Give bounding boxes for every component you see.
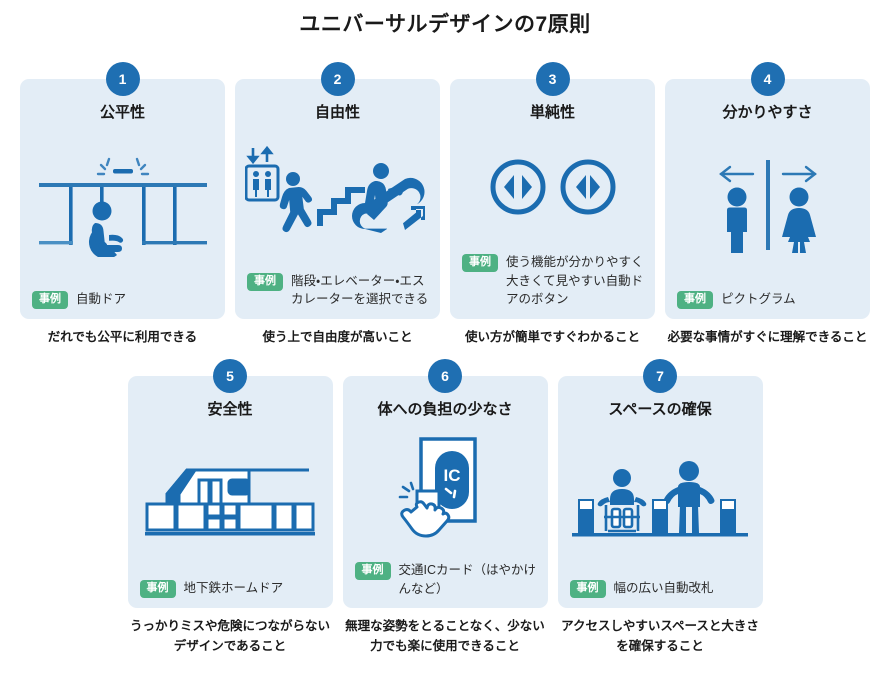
principle-card-6: 6 体への負担の少なさ IC [342,359,548,656]
principle-icon-7 [558,424,763,574]
example-badge-4: 事例 [677,291,713,309]
principle-example-3: 事例 使う機能が分かりやすく大きくて見やすい自動ドアのボタン [450,253,655,309]
example-text-1: 自動ドア [76,292,127,306]
example-badge-1: 事例 [32,291,68,309]
principle-icon-5 [128,424,333,574]
principle-caption-6: 無理な姿勢をとることなく、少ない力でも楽に使用できること [345,619,545,653]
example-text-6: 交通ICカード（はやかけんなど） [398,562,537,596]
principle-card-1: 1 公平性 [20,62,225,347]
principle-icon-3 [450,127,655,247]
principle-title-1: 公平性 [99,104,145,121]
principle-caption-4: 必要な事情がすぐに理解できること [667,330,868,344]
principle-card-body-7: スペースの確保 [557,376,763,609]
principle-title-6: 体への負担の少なさ [377,401,513,419]
door-open-close-buttons-icon [490,159,615,215]
page-title: ユニバーサルデザインの7原則 [299,13,591,36]
principle-card-7: 7 スペースの確保 [557,359,763,656]
principle-number-badge-4: 4 [750,62,785,96]
principle-example-4: 事例 ピクトグラム [665,290,870,309]
principle-caption-1: だれでも公平に利用できる [47,330,198,344]
principle-card-body-1: 公平性 [20,79,225,319]
principle-example-1: 事例 自動ドア [20,290,225,309]
example-text-3: 使う機能が分かりやすく大きくて見やすい自動ドアのボタン [506,254,644,307]
wide-ticket-gate-icon [572,460,748,537]
principle-icon-4 [665,127,870,285]
principle-caption-7: アクセスしやすいスペースと大きさを確保すること [561,619,759,653]
principles-row-top: 1 公平性 [0,62,890,347]
principle-number-badge-7: 7 [643,359,677,394]
principle-title-3: 単純性 [529,104,575,121]
stairs-elevator-escalator-icon [244,145,425,233]
automatic-door-wheelchair-icon [38,158,207,258]
svg-text:IC: IC [444,466,461,485]
principle-number-badge-2: 2 [320,62,355,96]
principle-number-badge-6: 6 [428,359,462,394]
principle-card-2: 2 自由性 [235,62,440,347]
principle-example-6: 事例 交通ICカード（はやかけんなど） [343,561,548,599]
example-badge-2: 事例 [247,272,283,291]
principle-card-body-5: 安全性 [127,376,333,609]
principle-card-body-3: 単純性 事例 使う機能が分かりやすく大きくて見やすい自動ドアのボタン [450,79,655,319]
principle-icon-2 [235,127,440,266]
principle-title-4: 分かりやすさ [722,104,813,121]
principle-number-badge-5: 5 [213,359,247,394]
principle-title-7: スペースの確保 [608,401,712,419]
example-badge-6: 事例 [354,561,391,580]
principle-number-badge-3: 3 [535,62,570,96]
example-text-5: 地下鉄ホームドア [183,581,284,596]
principle-card-4: 4 分かりやすさ [665,62,870,347]
example-badge-3: 事例 [462,253,498,272]
example-badge-5: 事例 [139,580,176,599]
principle-caption-5: うっかりミスや危険につながらないデザインであること [129,619,330,653]
principle-card-5: 5 安全性 [127,359,333,656]
example-badge-7: 事例 [569,580,606,599]
principle-example-2: 事例 階段・エレベーター・エスカレーターを選択できる [235,272,440,310]
principles-row-bottom: 5 安全性 [0,359,890,656]
principle-title-5: 安全性 [207,401,253,419]
principle-title-2: 自由性 [314,104,360,121]
principle-number-badge-1: 1 [105,62,140,96]
principle-caption-3: 使い方が簡単ですぐわかること [464,330,640,344]
example-text-2: 階段・エレベーター・エスカレーターを選択できる [291,273,429,307]
principle-card-body-4: 分かりやすさ [665,79,870,319]
restroom-pictogram-icon [718,160,817,254]
platform-screen-door-train-icon [145,468,315,536]
ic-card-touch-hand-icon: IC [398,437,477,538]
example-text-4: ピクトグラム [721,292,796,306]
principle-card-body-2: 自由性 [235,79,440,319]
principle-card-3: 3 単純性 事例 使う機能が分かりやすく大きくて見やすい自動ドアのボタン [450,62,655,347]
principle-icon-1 [20,127,225,285]
principle-card-body-6: 体への負担の少なさ IC [342,376,548,609]
principle-caption-2: 使う上で自由度が高いこと [262,330,413,344]
principle-example-7: 事例 幅の広い自動改札 [558,579,763,599]
example-text-7: 幅の広い自動改札 [613,581,714,596]
principle-example-5: 事例 地下鉄ホームドア [128,579,333,599]
principle-icon-6: IC [343,424,548,555]
